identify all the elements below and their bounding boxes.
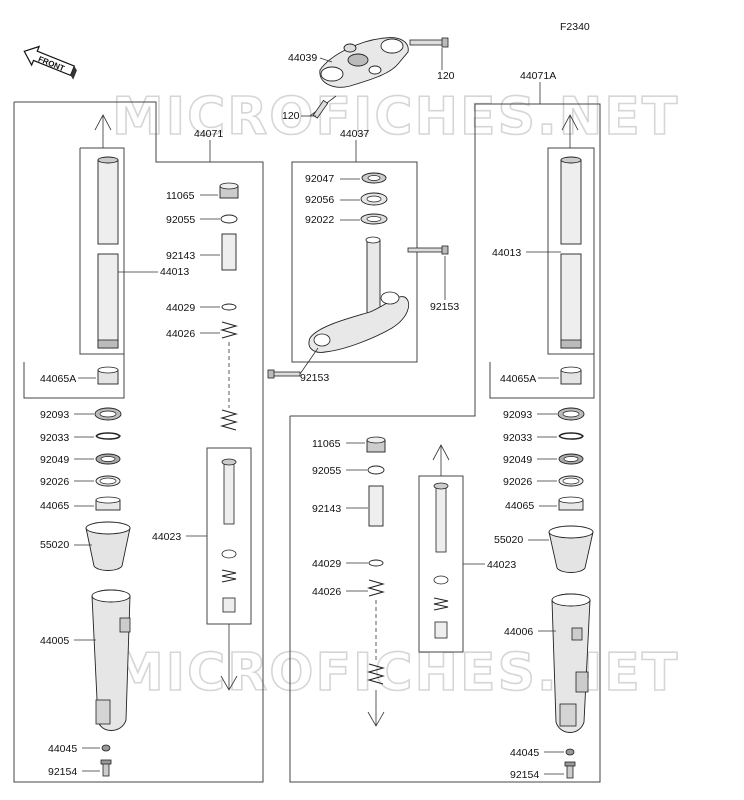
label-44071A: 44071A — [520, 70, 556, 82]
label-44045-r: 44045 — [510, 747, 539, 759]
label-92154-r: 92154 — [510, 769, 539, 781]
label-44013-r: 44013 — [492, 247, 521, 259]
stem-parts — [267, 172, 449, 379]
label-44026-r: 44026 — [312, 586, 341, 598]
label-92055-l: 92055 — [166, 214, 195, 226]
label-92026-r: 92026 — [503, 476, 532, 488]
label-92033-l: 92033 — [40, 432, 69, 444]
label-120-b: 120 — [282, 110, 300, 122]
label-11065-l: 11065 — [166, 190, 195, 202]
left-outer-tube — [91, 589, 131, 777]
label-44006: 44006 — [504, 626, 533, 638]
upper-triple-clamp — [309, 37, 449, 119]
label-44026-l: 44026 — [166, 328, 195, 340]
right-inner-tube — [560, 156, 582, 349]
label-44023-r: 44023 — [487, 559, 516, 571]
right-inner-tube-box — [547, 114, 595, 355]
left-seal-parts — [23, 354, 131, 571]
right-outer-tube — [551, 593, 591, 779]
label-92026-l: 92026 — [40, 476, 69, 488]
label-92093-r: 92093 — [503, 409, 532, 421]
label-44045-l: 44045 — [48, 743, 77, 755]
label-120-a: 120 — [437, 70, 455, 82]
label-92049-l: 92049 — [40, 454, 69, 466]
left-damper-parts — [206, 182, 252, 691]
watermark-bottom: MICROFICHES.NET — [112, 643, 679, 703]
label-44039: 44039 — [288, 52, 317, 64]
label-44065-l: 44065 — [40, 500, 69, 512]
label-44029-r: 44029 — [312, 558, 341, 570]
label-92143-l: 92143 — [166, 250, 195, 262]
label-44065A-r: 44065A — [500, 373, 536, 385]
label-92153-a: 92153 — [430, 301, 459, 313]
label-44065A-l: 44065A — [40, 373, 76, 385]
watermark-top: MICROFICHES.NET — [112, 87, 679, 147]
label-44023-l: 44023 — [152, 531, 181, 543]
right-fork-frame: 44071A — [289, 70, 601, 783]
label-44065-r: 44065 — [505, 500, 534, 512]
label-11065-r: 11065 — [312, 438, 341, 450]
front-arrow-icon: FRONT — [23, 45, 77, 80]
label-92154-l: 92154 — [48, 766, 77, 778]
right-seal-parts — [489, 354, 595, 573]
figure-code: F2340 — [560, 21, 590, 33]
label-44029-l: 44029 — [166, 302, 195, 314]
left-fork-frame: 44071 — [13, 101, 264, 783]
label-44013-l: 44013 — [160, 266, 189, 278]
label-92033-r: 92033 — [503, 432, 532, 444]
label-92143-r: 92143 — [312, 503, 341, 515]
label-92022: 92022 — [305, 214, 334, 226]
label-92049-r: 92049 — [503, 454, 532, 466]
label-44037: 44037 — [340, 128, 369, 140]
label-92047: 92047 — [305, 173, 334, 185]
stem-frame: 44037 — [291, 128, 418, 363]
label-55020-r: 55020 — [494, 534, 523, 546]
label-44071: 44071 — [194, 128, 223, 140]
label-55020-l: 55020 — [40, 539, 69, 551]
label-92055-r: 92055 — [312, 465, 341, 477]
left-inner-tube — [97, 156, 119, 349]
label-92056: 92056 — [305, 194, 334, 206]
label-92093-l: 92093 — [40, 409, 69, 421]
label-44005: 44005 — [40, 635, 69, 647]
label-92153-b: 92153 — [300, 372, 329, 384]
